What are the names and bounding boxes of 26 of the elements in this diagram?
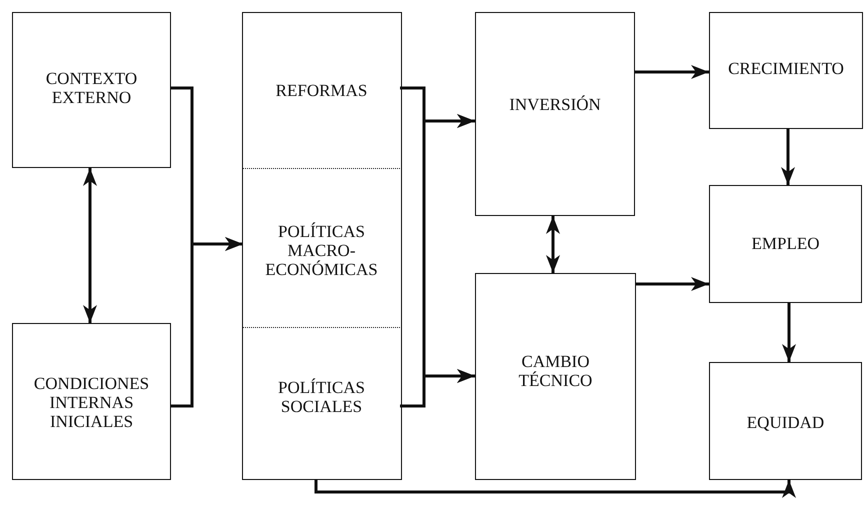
box-label: CONDICIONES INTERNAS INICIALES [32,374,150,432]
box-label: POLÍTICAS MACRO-ECONÓMICAS [264,222,379,280]
box-label: CRECIMIENTO [727,59,845,78]
arrow [781,129,795,185]
box-label: INVERSIÓN [508,95,602,114]
arrow [782,303,796,362]
box-label: EQUIDAD [746,413,826,432]
box-label: POLÍTICAS SOCIALES [277,378,366,416]
process-box [709,12,863,129]
process-box [242,12,402,480]
box-label: EMPLEO [750,234,820,254]
process-box [12,12,171,168]
arrow [83,168,97,323]
process-box [475,273,636,480]
process-box [12,323,171,480]
process-box [709,185,862,303]
box-label: REFORMAS [274,81,368,100]
arrow [635,65,709,79]
arrow [314,480,796,498]
box-label: CONTEXTO EXTERNO [44,69,138,108]
arrow [171,237,243,408]
arrow [546,216,560,273]
process-box [475,12,635,216]
box-label: CAMBIO TÉCNICO [518,352,594,390]
arrow [636,277,709,291]
process-box [709,362,862,480]
